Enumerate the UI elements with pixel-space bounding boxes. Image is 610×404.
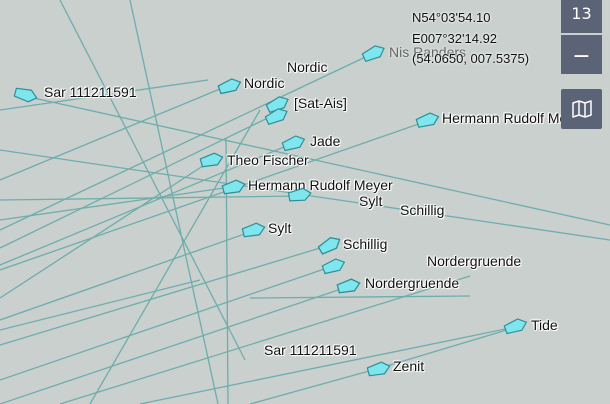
vessel-marker-icon[interactable]	[336, 276, 363, 296]
vessel-label[interactable]: Sylt	[268, 220, 292, 236]
vessel-label[interactable]: Theo Fischer	[227, 152, 309, 168]
vessel-marker-icon[interactable]	[287, 186, 313, 204]
vessel-label[interactable]: Nis Randers	[389, 44, 467, 60]
vessel-label[interactable]: Schillig	[343, 236, 388, 252]
vessel-marker-icon[interactable]	[216, 75, 243, 96]
vessel-label[interactable]: Jade	[310, 133, 341, 149]
vessel-label[interactable]: Nordic	[244, 75, 285, 91]
vessel-marker-icon[interactable]	[263, 105, 291, 128]
latitude: N54°03'54.10	[412, 10, 491, 25]
vessel-label[interactable]: Schillig	[400, 202, 445, 218]
vessel-marker-icon[interactable]	[241, 220, 268, 240]
vessel-marker-icon[interactable]	[280, 132, 307, 153]
vessel-label[interactable]: Nordergruende	[365, 275, 460, 291]
map-layers-button[interactable]	[561, 89, 602, 129]
zoom-level-indicator: 13	[561, 0, 602, 33]
vessel-marker-icon[interactable]	[366, 359, 393, 379]
vessel-marker-icon[interactable]	[264, 93, 292, 116]
vessel-marker-icon[interactable]	[221, 177, 248, 197]
vessel-label[interactable]: [Sat-Ais]	[294, 95, 347, 111]
vessel-label[interactable]: Hermann Rudolf Meyer	[442, 110, 587, 126]
vessel-label[interactable]: Nordic	[287, 59, 328, 75]
vessel-label[interactable]: Nordergruende	[427, 253, 522, 269]
longitude: E007°32'14.92	[412, 30, 498, 46]
vessel-marker-icon[interactable]	[414, 110, 441, 131]
vessel-marker-icon[interactable]	[13, 85, 40, 105]
vessel-marker-icon[interactable]	[316, 233, 344, 257]
coordinates-readout: N54°03'54.10 E007°32'14.92 (54.0650, 007…	[412, 8, 529, 70]
zoom-out-button[interactable]: −	[561, 34, 602, 74]
vessel-label[interactable]: Tide	[531, 317, 558, 333]
decimal-coordinates: (54.0650, 007.5375)	[412, 51, 530, 66]
vessel-marker-icon[interactable]	[360, 42, 388, 65]
vessel-label[interactable]: Hermann Rudolf Meyer	[248, 177, 393, 193]
vessel-marker-icon[interactable]	[199, 150, 226, 170]
vessel-label[interactable]: Zenit	[393, 358, 425, 374]
vessel-label[interactable]: Sylt	[359, 193, 383, 209]
vessel-label[interactable]: Sar 111211591	[44, 84, 137, 100]
map-layers-icon	[571, 100, 592, 118]
vessel-marker-icon[interactable]	[502, 315, 529, 336]
vessel-marker-icon[interactable]	[320, 255, 347, 276]
vessel-label[interactable]: Sar 111211591	[264, 342, 357, 358]
